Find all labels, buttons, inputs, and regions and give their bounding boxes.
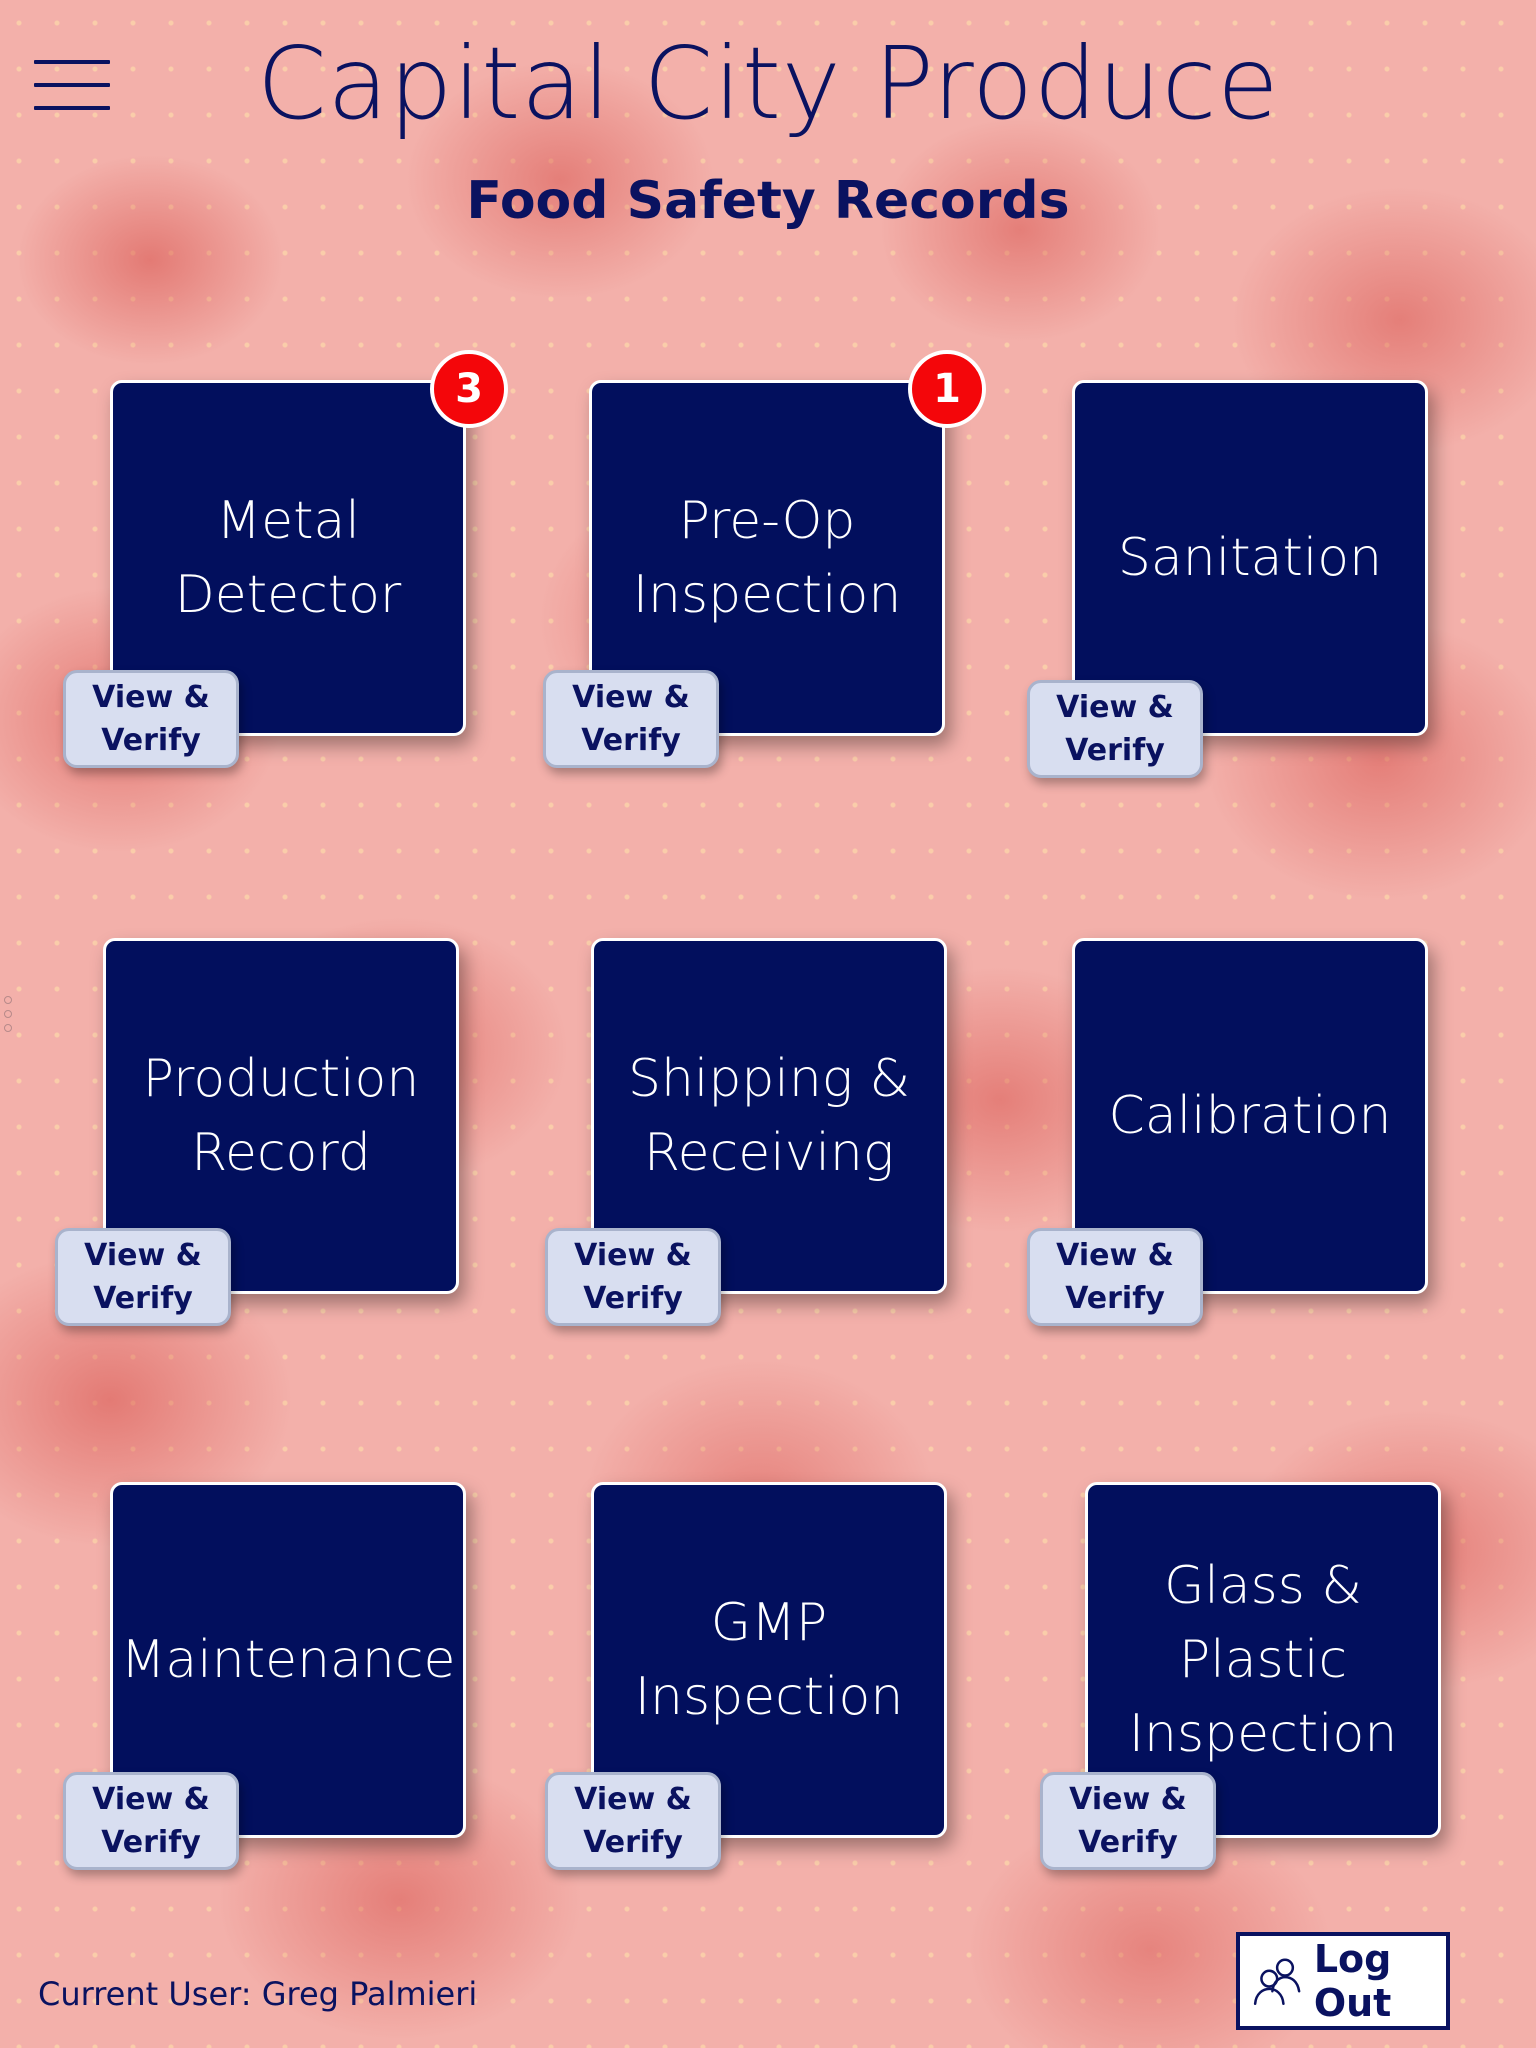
tile-label: Pre-Op Inspection (632, 491, 902, 625)
app-title: Capital City Produce (256, 25, 1280, 142)
log-out-button[interactable]: Log Out (1236, 1932, 1450, 2030)
tile-label: Calibration (1108, 1086, 1392, 1146)
view-verify-button-shipping-receiving[interactable]: View & Verify (545, 1228, 721, 1326)
hamburger-menu-icon[interactable] (34, 60, 110, 110)
tile-production-record[interactable]: Production Record (103, 938, 459, 1294)
view-verify-button-production-record[interactable]: View & Verify (55, 1228, 231, 1326)
tile-label: Maintenance (120, 1630, 456, 1690)
tile-label: GMP Inspection (634, 1593, 904, 1727)
tile-label: Glass & Plastic Inspection (1128, 1556, 1398, 1764)
tile-sanitation[interactable]: Sanitation (1072, 380, 1428, 736)
log-out-label: Log Out (1313, 1937, 1392, 2025)
view-verify-button-pre-op-inspection[interactable]: View & Verify (543, 670, 719, 768)
view-verify-button-maintenance[interactable]: View & Verify (63, 1772, 239, 1870)
view-verify-button-calibration[interactable]: View & Verify (1027, 1228, 1203, 1326)
tile-label: Production Record (142, 1049, 420, 1183)
page-subtitle: Food Safety Records (466, 171, 1070, 231)
users-icon (1253, 1958, 1301, 2006)
view-verify-button-metal-detector[interactable]: View & Verify (63, 670, 239, 768)
tile-label: Metal Detector (174, 491, 402, 625)
current-user-label: Current User: Greg Palmieri (38, 1975, 478, 2013)
drag-handle-icon[interactable] (4, 996, 16, 1032)
view-verify-button-sanitation[interactable]: View & Verify (1027, 680, 1203, 778)
notification-badge: 3 (430, 350, 508, 428)
view-verify-button-glass-plastic-inspection[interactable]: View & Verify (1040, 1772, 1216, 1870)
tile-label: Sanitation (1117, 528, 1383, 588)
tile-label: Shipping & Receiving (627, 1049, 911, 1183)
view-verify-button-gmp-inspection[interactable]: View & Verify (545, 1772, 721, 1870)
notification-badge: 1 (908, 350, 986, 428)
